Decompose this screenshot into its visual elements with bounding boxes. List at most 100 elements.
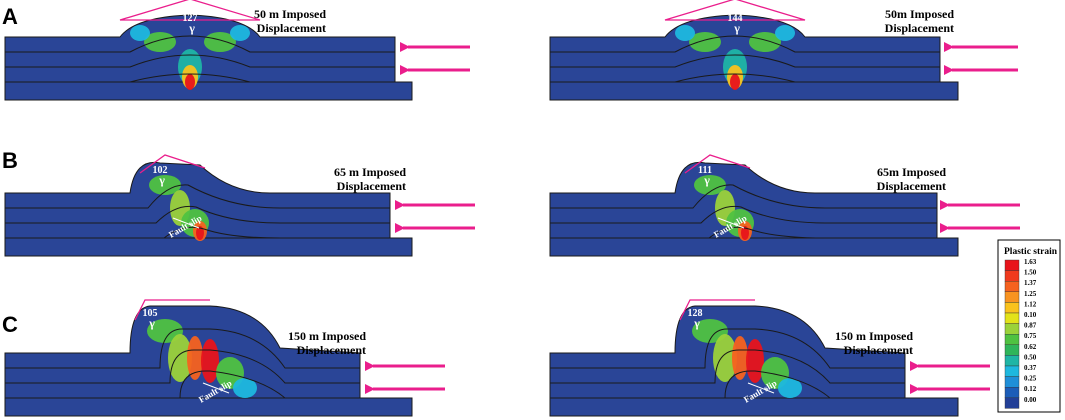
basal-layer — [549, 81, 959, 101]
strain-zone — [749, 32, 781, 52]
fold-angle-value: 102 — [153, 165, 168, 176]
legend-swatch — [1004, 365, 1020, 377]
strain-zone — [746, 339, 764, 383]
legend-swatch — [1004, 302, 1020, 314]
layer-boundary — [5, 370, 360, 399]
legend-swatch — [1004, 397, 1020, 409]
strain-zone — [689, 32, 721, 52]
strain-zone — [147, 319, 183, 343]
displacement-label-line2: Displacement — [337, 179, 406, 193]
fold-angle-marker — [684, 154, 751, 174]
layer-boundary — [550, 328, 905, 369]
fault-slip-arrow — [172, 217, 200, 229]
legend-swatch — [1004, 291, 1020, 303]
legend-value: 0.62 — [1024, 343, 1037, 351]
legend-swatch — [1004, 344, 1020, 356]
gamma-symbol: γ — [148, 316, 155, 330]
strain-zone — [730, 74, 740, 90]
legend-value: 0.10 — [1024, 311, 1037, 319]
legend-swatch — [1004, 281, 1020, 293]
fault-slip-arrow — [747, 382, 775, 394]
legend-value: 0.87 — [1024, 322, 1037, 330]
strain-zone — [694, 175, 726, 195]
legend-value: 1.37 — [1024, 279, 1037, 287]
layer-boundary — [550, 35, 940, 53]
layer-boundary — [550, 184, 937, 209]
basal-layer — [4, 81, 413, 101]
strain-zone — [130, 25, 150, 41]
layer-boundary — [550, 370, 905, 399]
strain-zone — [732, 336, 748, 380]
fold-angle-value: 144 — [728, 13, 743, 24]
gamma-symbol: γ — [158, 173, 165, 187]
layer-boundary — [5, 54, 395, 68]
displacement-label-line2: Displacement — [885, 21, 954, 35]
fault-slip-arrow — [202, 382, 230, 394]
fold-angle-marker — [664, 0, 806, 21]
legend-swatch — [1004, 334, 1020, 346]
displacement-label-line1: 65m Imposed — [877, 165, 946, 179]
basal-layer — [549, 237, 959, 257]
layer-boundary — [5, 205, 390, 224]
displacement-label-line2: Displacement — [844, 343, 913, 357]
legend-swatch — [1004, 259, 1020, 271]
layer-boundary — [550, 54, 940, 68]
displacement-label-line2: Displacement — [297, 343, 366, 357]
legend-value: 0.50 — [1024, 353, 1037, 361]
legend-value: 0.37 — [1024, 364, 1037, 372]
strain-zone — [185, 74, 195, 90]
fold-angle-value: 105 — [143, 308, 158, 319]
legend-value: 1.63 — [1024, 258, 1037, 266]
gamma-symbol: γ — [733, 21, 740, 35]
legend-title: Plastic strain — [1004, 247, 1058, 257]
row-label-a: A — [2, 4, 18, 29]
strain-zone — [692, 319, 728, 343]
legend-swatch — [1004, 270, 1020, 282]
legend-value: 0.75 — [1024, 332, 1037, 340]
layer-boundary — [5, 328, 360, 369]
displacement-label-line2: Displacement — [877, 179, 946, 193]
legend-swatch — [1004, 355, 1020, 367]
fold-angle-marker — [679, 299, 755, 321]
legend-value: 0.25 — [1024, 375, 1037, 383]
displacement-label-line1: 50m Imposed — [885, 7, 954, 21]
strain-zone — [149, 175, 181, 195]
fold-angle-value: 111 — [698, 165, 712, 176]
strain-zone — [187, 336, 203, 380]
legend-swatch — [1004, 312, 1020, 324]
legend-value: 1.25 — [1024, 290, 1037, 298]
strain-zone — [168, 334, 192, 382]
fold-angle-marker — [134, 299, 210, 321]
fold-angle-value: 128 — [688, 308, 703, 319]
layer-boundary — [550, 205, 937, 224]
displacement-label-line1: 150 m Imposed — [288, 329, 366, 343]
layer-boundary — [5, 35, 395, 53]
legend-swatch — [1004, 323, 1020, 335]
plastic-strain-legend: Plastic strain 1.631.501.371.251.120.100… — [997, 239, 1061, 413]
legend-value: 0.00 — [1024, 396, 1037, 404]
legend-swatch — [1004, 387, 1020, 399]
layer-boundary — [5, 73, 395, 83]
fault-slip-arrow — [717, 217, 745, 229]
strain-zone — [741, 226, 749, 240]
strain-zone — [196, 226, 204, 240]
strain-zone — [233, 378, 257, 398]
legend-swatch — [1004, 376, 1020, 388]
gamma-symbol: γ — [693, 316, 700, 330]
strain-zone — [201, 339, 219, 383]
displacement-label-line2: Displacement — [257, 21, 326, 35]
gamma-symbol: γ — [188, 21, 195, 35]
fold-angle-value: 127 — [183, 13, 198, 24]
basal-layer — [4, 237, 413, 257]
displacement-label-line1: 150 m Imposed — [835, 329, 913, 343]
strain-zone — [144, 32, 176, 52]
deformed-layers — [4, 14, 396, 83]
gamma-symbol: γ — [703, 173, 710, 187]
row-label-b: B — [2, 148, 18, 173]
